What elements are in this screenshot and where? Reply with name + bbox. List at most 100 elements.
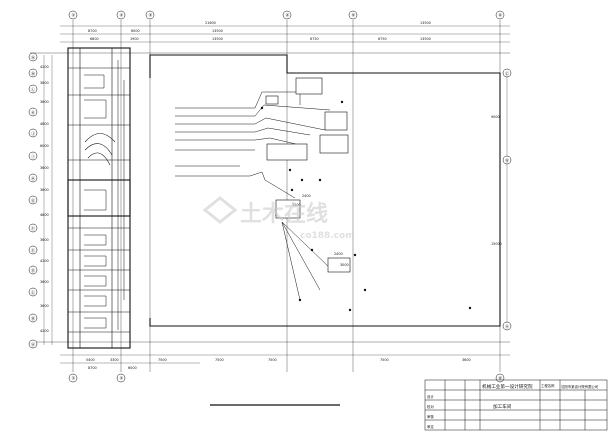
building-walls — [67, 47, 501, 349]
title-block-text: 机械工业第一设计研究院 工程名称 加工车间 沈阳市某设计院有限公司 设计 校对 … — [427, 383, 598, 429]
row-label-right-2: Ⓑ — [505, 157, 510, 164]
svg-text:6750: 6750 — [378, 37, 387, 41]
title-block — [424, 379, 608, 431]
dim-texts-top: 8700 6000 13500 6750 6750 6800 1900 1350… — [88, 21, 431, 41]
dim-texts-interior: 2400 2400 3000 1200 — [292, 194, 349, 267]
office-circuits — [84, 60, 125, 330]
column-bubbles-top — [68, 10, 505, 20]
row-label-11: Ⓚ — [31, 109, 36, 116]
svg-text:13500: 13500 — [420, 21, 431, 25]
row-label-right-1: Ⓐ — [505, 323, 510, 330]
col-label-5: ⑤ — [352, 13, 356, 18]
svg-text:13500: 13500 — [212, 29, 223, 33]
row-label-3: Ⓒ — [31, 289, 36, 296]
row-label-right-3: Ⓒ — [505, 70, 510, 77]
col-label-6: ⑥ — [499, 13, 503, 18]
row-label-10: Ⓙ — [31, 130, 36, 137]
svg-text:3600: 3600 — [40, 188, 49, 192]
tb-stage: 工程名称 — [541, 383, 555, 388]
svg-text:4800: 4800 — [40, 213, 49, 217]
row-label-14: Ⓝ — [31, 54, 36, 61]
tb-cell-1: 设计 — [427, 394, 434, 399]
tb-cell-4: 审定 — [427, 424, 434, 429]
distribution-boxes — [265, 77, 351, 273]
svg-text:3600: 3600 — [40, 81, 49, 85]
row-label-6: Ⓕ — [31, 225, 36, 232]
tb-project: 机械工业第一设计研究院 — [482, 383, 533, 390]
dim-lines-bottom — [60, 354, 510, 364]
tb-company: 沈阳市某设计院有限公司 — [561, 384, 598, 389]
svg-text:21600: 21600 — [205, 21, 216, 25]
svg-text:4200: 4200 — [40, 259, 49, 263]
row-label-12: Ⓛ — [31, 86, 36, 93]
svg-text:3600: 3600 — [40, 166, 49, 170]
watermark-sub: co188.com — [300, 231, 355, 241]
svg-text:13500: 13500 — [420, 37, 431, 41]
svg-text:9000: 9000 — [491, 115, 500, 119]
svg-text:6000: 6000 — [128, 366, 137, 370]
col-label-3: ③ — [149, 13, 153, 18]
watermark: 土木在线 co188.com — [202, 196, 355, 241]
svg-text:7500: 7500 — [158, 358, 167, 362]
svg-text:4200: 4200 — [40, 329, 49, 333]
tb-cell-2: 校对 — [427, 404, 434, 409]
svg-text:3600: 3600 — [40, 100, 49, 104]
svg-text:6750: 6750 — [310, 37, 319, 41]
svg-text:7500: 7500 — [268, 358, 277, 362]
row-label-1: Ⓐ — [31, 341, 36, 348]
svg-text:1900: 1900 — [130, 37, 139, 41]
dim-texts-left: 4200 3600 3600 4800 6000 3600 3600 4800 … — [40, 65, 49, 333]
row-label-2: Ⓑ — [31, 315, 36, 322]
col-label-bottom-2: ② — [120, 376, 124, 381]
svg-text:6800: 6800 — [90, 37, 99, 41]
svg-text:2400: 2400 — [302, 194, 311, 198]
column-labels-bottom: ① ② ⑥ — [72, 376, 503, 381]
svg-text:6000: 6000 — [131, 29, 140, 33]
svg-text:7500: 7500 — [380, 358, 389, 362]
svg-text:7500: 7500 — [215, 358, 224, 362]
col-label-1: ① — [72, 13, 76, 18]
svg-text:15000: 15000 — [491, 242, 502, 246]
dim-texts-right: 9000 15000 — [491, 115, 502, 246]
row-label-13: Ⓜ — [31, 70, 36, 77]
row-bubbles-left — [28, 52, 38, 349]
row-bubbles-right — [502, 68, 512, 331]
watermark-main: 土木在线 — [240, 201, 328, 227]
row-labels-left: Ⓐ Ⓑ Ⓒ Ⓓ Ⓔ Ⓕ Ⓖ Ⓗ Ⓘ Ⓙ Ⓚ Ⓛ Ⓜ Ⓝ — [31, 54, 36, 348]
column-bubbles-bottom — [68, 373, 505, 383]
row-label-9: Ⓘ — [31, 153, 36, 160]
col-label-bottom-6: ⑥ — [499, 376, 503, 381]
row-label-7: Ⓖ — [31, 197, 36, 204]
col-label-4: ④ — [286, 13, 290, 18]
col-label-2: ② — [120, 13, 124, 18]
row-label-4: Ⓓ — [31, 267, 36, 274]
svg-text:3600: 3600 — [40, 304, 49, 308]
svg-text:3600: 3600 — [462, 358, 471, 362]
tb-drawing-name: 加工车间 — [493, 403, 512, 410]
svg-text:6000: 6000 — [40, 144, 49, 148]
svg-text:3600: 3600 — [40, 238, 49, 242]
row-label-5: Ⓔ — [31, 247, 36, 254]
svg-text:3300: 3300 — [110, 358, 119, 362]
svg-text:2400: 2400 — [334, 252, 343, 256]
office-partitions — [68, 48, 130, 348]
svg-text:3600: 3600 — [40, 280, 49, 284]
svg-text:8700: 8700 — [88, 366, 97, 370]
device-markers — [260, 100, 472, 312]
svg-text:4800: 4800 — [40, 122, 49, 126]
dim-lines-top — [60, 25, 510, 43]
svg-text:4200: 4200 — [40, 65, 49, 69]
dim-lines-left — [43, 55, 53, 345]
svg-text:8700: 8700 — [88, 29, 97, 33]
tb-cell-3: 审核 — [427, 414, 434, 419]
col-label-bottom-1: ① — [72, 376, 76, 381]
svg-text:13500: 13500 — [212, 37, 223, 41]
workshop-feeders — [175, 91, 350, 301]
svg-text:5400: 5400 — [86, 358, 95, 362]
row-label-8: Ⓗ — [31, 175, 36, 182]
dim-texts-bottom: 5400 3300 7500 7500 7500 7500 3600 8700 … — [86, 358, 471, 370]
column-labels-top: ① ② ③ ④ ⑤ ⑥ — [72, 13, 503, 18]
svg-text:1200: 1200 — [292, 203, 301, 207]
svg-text:3000: 3000 — [340, 263, 349, 267]
